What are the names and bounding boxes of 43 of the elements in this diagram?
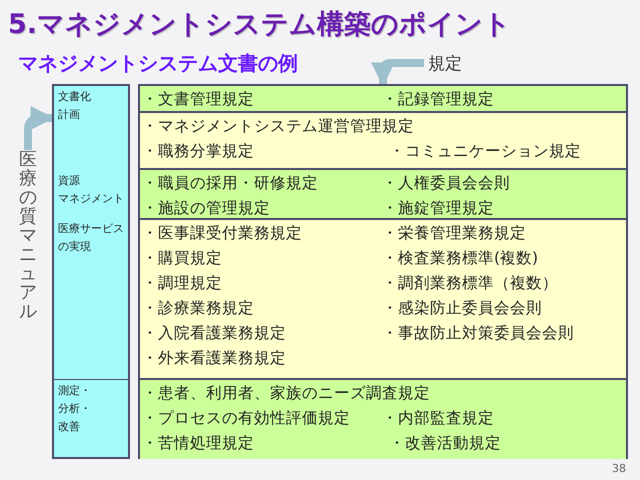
document-name: ・人権委員会会則 bbox=[382, 173, 510, 193]
document-name: ・苦情処理規定 bbox=[142, 433, 254, 453]
document-name: ・調理規定 bbox=[142, 273, 222, 293]
document-name: ・改善活動規定 bbox=[389, 433, 502, 453]
document-name: ・購買規定 bbox=[142, 248, 222, 268]
document-row bbox=[140, 220, 626, 380]
document-name: ・診療業務規定 bbox=[142, 298, 254, 318]
document-name: ・栄養管理業務規定 bbox=[382, 223, 526, 243]
document-row bbox=[140, 170, 626, 220]
document-name: ・感染防止委員会会則 bbox=[382, 298, 542, 318]
slide-title: 5.マネジメントシステム構築のポイント bbox=[8, 8, 512, 42]
document-name: ・施設の管理規定 bbox=[142, 198, 270, 218]
arrow bbox=[371, 59, 424, 86]
document-table bbox=[138, 84, 628, 459]
category-cell: 測定・ 分析・ 改善 bbox=[52, 379, 130, 459]
document-row bbox=[140, 86, 626, 113]
document-name: ・職員の採用・研修規定 bbox=[142, 173, 318, 193]
document-name: ・記録管理規定 bbox=[382, 89, 494, 109]
document-name: ・外来看護業務規定 bbox=[142, 348, 286, 368]
document-name: ・医事課受付業務規定 bbox=[142, 223, 302, 243]
document-name: ・検査業務標準(複数) bbox=[382, 248, 538, 268]
category-cell: 医療サービスの実現 bbox=[52, 218, 130, 381]
document-name: ・内部監査規定 bbox=[382, 408, 494, 428]
document-name: ・患者、利用者、家族のニーズ調査規定 bbox=[142, 383, 430, 403]
document-name: ・施錠管理規定 bbox=[382, 198, 494, 218]
document-name: ・調剤業務標準（複数） bbox=[382, 273, 558, 293]
document-name: ・職務分掌規定 bbox=[142, 141, 254, 161]
document-name: ・コミュニケーション規定 bbox=[389, 141, 582, 161]
document-row bbox=[140, 113, 626, 170]
arrow bbox=[24, 106, 54, 150]
category-cell: 文書化 bbox=[52, 84, 130, 106]
header-label: 規定 bbox=[428, 53, 462, 75]
document-row bbox=[140, 380, 626, 459]
vertical-label: 医療の質マニュアル bbox=[16, 150, 40, 325]
document-name: ・事故防止対策委員会会則 bbox=[382, 323, 574, 343]
category-cell: 資源 マネジメント bbox=[52, 170, 130, 220]
document-name: ・プロセスの有効性評価規定 bbox=[142, 408, 350, 428]
document-name: ・文書管理規定 bbox=[142, 89, 254, 109]
document-name: ・マネジメントシステム運営管理規定 bbox=[142, 116, 414, 136]
page-number: 38 bbox=[612, 462, 626, 475]
category-cell: 計画 bbox=[52, 104, 130, 172]
document-name: ・入院看護業務規定 bbox=[142, 323, 286, 343]
subtitle: マネジメントシステム文書の例 bbox=[18, 50, 298, 77]
